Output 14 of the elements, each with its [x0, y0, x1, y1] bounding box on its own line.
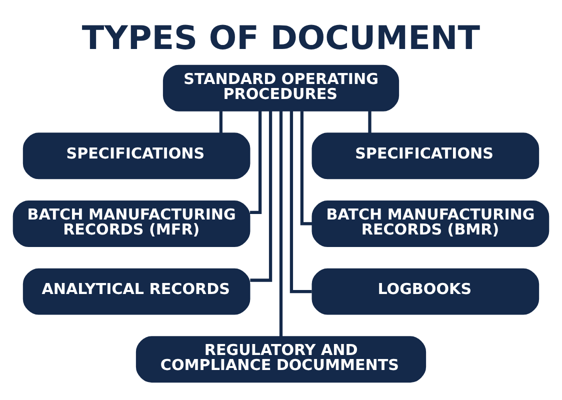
node-box: BATCH MANUFACTURING RECORDS (MFR)	[12, 200, 250, 246]
connector	[368, 110, 372, 132]
connector	[300, 110, 312, 225]
node-box: LOGBOOKS	[312, 268, 540, 314]
connector	[279, 110, 283, 336]
diagram-title: TYPES OF DOCUMENT	[82, 18, 480, 56]
node-box: SPECIFICATIONS	[22, 132, 250, 179]
node-box: SPECIFICATIONS	[312, 132, 540, 179]
node-box: REGULATORY AND COMPLIANCE DOCUMMENTS	[136, 336, 426, 382]
connector	[250, 110, 262, 214]
connector	[219, 110, 222, 132]
node-box: STANDARD OPERATING PROCEDURES	[162, 64, 400, 111]
node-box: BATCH MANUFACTURING RECORDS (BMR)	[312, 200, 550, 246]
node-box: ANALYTICAL RECORDS	[22, 268, 250, 314]
